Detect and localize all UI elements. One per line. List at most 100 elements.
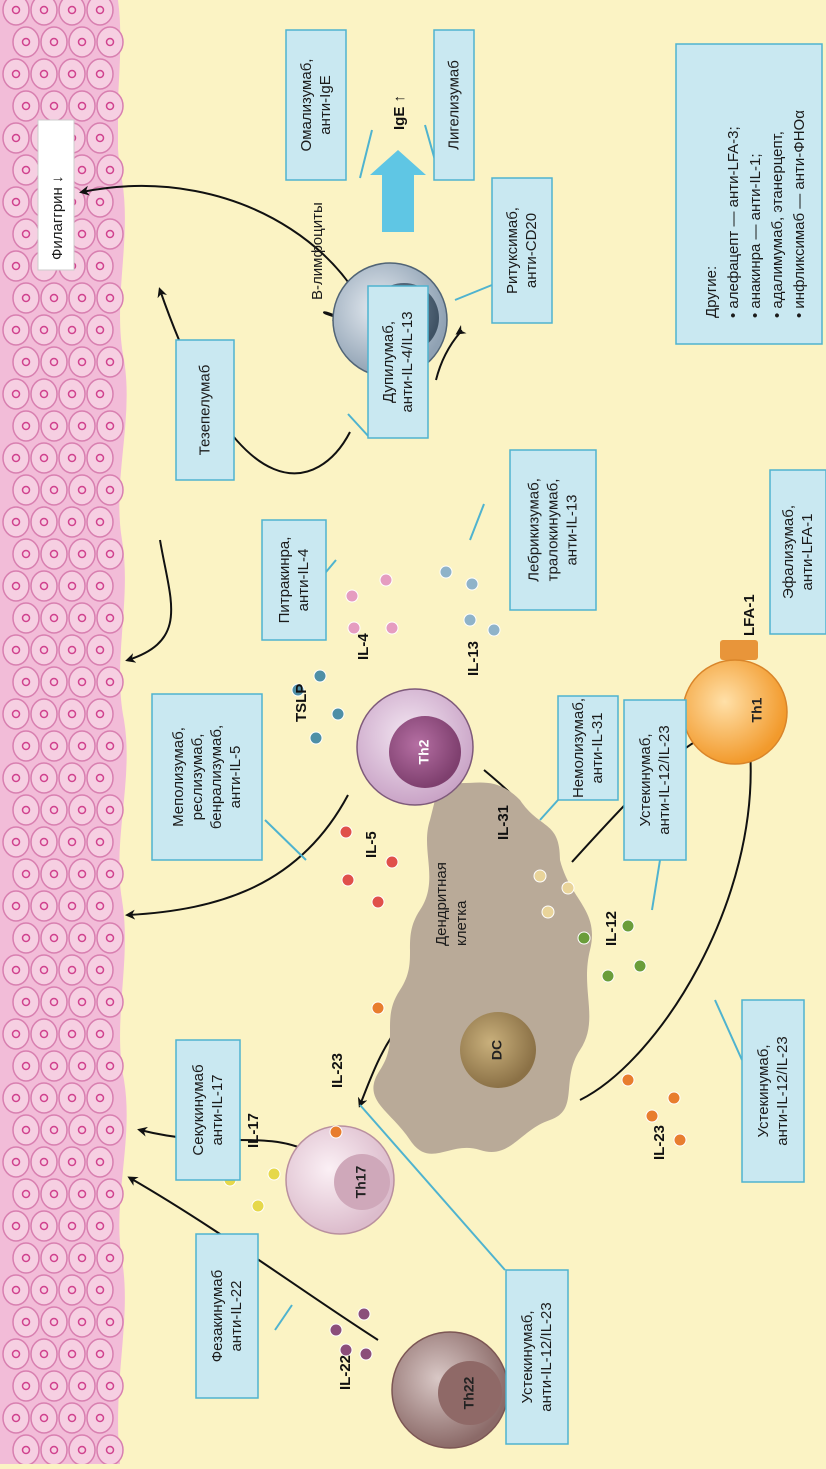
dendritic-label-line2: клетка (453, 900, 470, 946)
th1-label: Th1 (749, 697, 765, 722)
skin-cell (69, 1371, 95, 1401)
other-drugs-box: Другие: • алефацепт — анти-LFA-3; • анак… (676, 44, 822, 344)
skin-cell (69, 923, 95, 953)
skin-cell (31, 315, 57, 345)
filaggrin-label: Филаггрин ↓ (49, 176, 66, 261)
cytokine-dot (646, 1110, 658, 1122)
cytokine-dot (346, 590, 358, 602)
skin-cell (31, 699, 57, 729)
cytokine-dot (268, 1168, 280, 1180)
skin-cell (97, 923, 123, 953)
skin-cell (13, 603, 39, 633)
skin-cell (97, 731, 123, 761)
skin-cell (3, 827, 29, 857)
skin-cell (97, 539, 123, 569)
skin-cell (87, 1403, 113, 1433)
skin-cell (69, 1051, 95, 1081)
skin-cell (69, 283, 95, 313)
skin-cell (69, 603, 95, 633)
drug-box-line: Секукинумаб (190, 1064, 207, 1155)
skin-cell (3, 891, 29, 921)
arrow-tslp-to-skin (128, 540, 171, 660)
skin-cell (69, 411, 95, 441)
skin-cell (69, 1243, 95, 1273)
skin-cell (69, 859, 95, 889)
skin-cell (41, 91, 67, 121)
skin-cell (69, 987, 95, 1017)
skin-cell (31, 571, 57, 601)
skin-cell (41, 731, 67, 761)
skin-cell (13, 1243, 39, 1273)
skin-cell (41, 1435, 67, 1464)
skin-cell (69, 1307, 95, 1337)
cytokine-dot (372, 896, 384, 908)
skin-cell (97, 1115, 123, 1145)
cytokine-dot (358, 1308, 370, 1320)
skin-cell (97, 475, 123, 505)
drug-box-nemolizumab: Немолизумаб,анти-IL-31 (558, 696, 618, 800)
cytokine-dot (342, 874, 354, 886)
skin-cell (87, 123, 113, 153)
skin-cell (3, 443, 29, 473)
skin-cell (3, 123, 29, 153)
skin-cell (41, 1307, 67, 1337)
cytokine-dot (562, 882, 574, 894)
drug-box-rituximab: Ритуксимаб,анти-CD20 (492, 178, 552, 323)
skin-cell (3, 955, 29, 985)
drug-box-line: анти-LFA-1 (799, 514, 816, 591)
skin-cell (59, 635, 85, 665)
cytokine-dot (622, 1074, 634, 1086)
skin-cell (13, 1371, 39, 1401)
drug-box-line: Эфализумаб, (780, 505, 797, 599)
lfa1-label: LFA-1 (741, 594, 758, 636)
skin-cell (41, 411, 67, 441)
cytokine-dot (332, 708, 344, 720)
skin-cell (97, 1051, 123, 1081)
cytokine-dot (330, 1126, 342, 1138)
il23-top-label: IL-23 (329, 1053, 346, 1088)
drug-box-line: анти-IL-31 (589, 712, 606, 783)
il22-label: IL-22 (337, 1355, 354, 1390)
skin-cell (59, 1147, 85, 1177)
drug-box-efalizumab: Эфализумаб,анти-LFA-1 (770, 470, 826, 634)
skin-cell (13, 1115, 39, 1145)
drug-box-line: анти-IL-17 (209, 1074, 226, 1145)
skin-cell (31, 507, 57, 537)
drug-box-line: анти-IL-12/IL-23 (538, 1302, 555, 1411)
skin-cell (3, 1019, 29, 1049)
skin-cell (31, 1339, 57, 1369)
skin-cell (87, 59, 113, 89)
th22-cell: Th22 (392, 1332, 508, 1448)
cytokine-dot (348, 622, 360, 634)
filaggrin-box: Филаггрин ↓ (38, 120, 74, 270)
il13-label: IL-13 (465, 641, 482, 676)
th17-label: Th17 (353, 1165, 369, 1198)
cytokine-dot (602, 970, 614, 982)
skin-cell (59, 1211, 85, 1241)
skin-cell (87, 1147, 113, 1177)
il17-label: IL-17 (245, 1113, 262, 1148)
cytokine-dot (372, 1002, 384, 1014)
skin-cell (41, 539, 67, 569)
skin-cell (41, 1051, 67, 1081)
skin-cell (69, 1179, 95, 1209)
skin-cell (87, 507, 113, 537)
skin-cell (59, 443, 85, 473)
other-drugs-item-1: • алефацепт — анти-LFA-3; (725, 126, 742, 318)
skin-cell (31, 0, 57, 25)
drug-box-line: Устекинумаб, (755, 1044, 772, 1137)
skin-cell (3, 379, 29, 409)
cytokine-dot (488, 624, 500, 636)
drug-box-line: Тезепелумаб (197, 365, 214, 456)
cytokine-dot (330, 1324, 342, 1336)
cytokine-dot (674, 1134, 686, 1146)
skin-cell (3, 699, 29, 729)
skin-cell (97, 859, 123, 889)
dendritic-cell-body (373, 780, 592, 1154)
skin-cell (59, 315, 85, 345)
drug-box-line: Питракинра, (276, 537, 293, 624)
cytokine-dot (380, 574, 392, 586)
drug-box-line: Дупилумаб, (380, 321, 397, 403)
skin-cell (31, 827, 57, 857)
cytokine-dot (252, 1200, 264, 1212)
